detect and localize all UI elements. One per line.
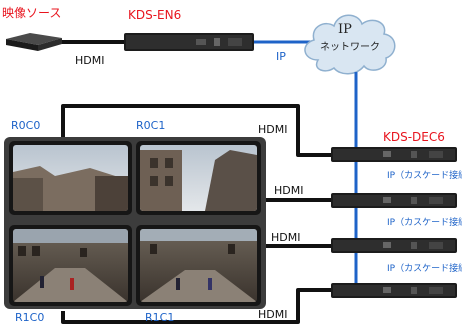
video-wall: [4, 137, 266, 309]
hdmi-source-label: HDMI: [75, 54, 105, 67]
wall-image-r1c1: [140, 229, 257, 302]
hdmi-label-r1c1: HDMI: [271, 231, 301, 244]
wall-image-r0c1: [140, 145, 257, 211]
encoder-device: [124, 33, 254, 51]
tile-label-r0c1: R0C1: [136, 119, 166, 132]
wall-image-r0c0: [13, 145, 128, 211]
cascade-label-1: IP（カスケード接続）: [387, 171, 462, 181]
network-title: IP: [338, 22, 352, 37]
tile-label-r0c0: R0C0: [11, 119, 41, 132]
tile-label-r1c1: R1C1: [145, 311, 175, 324]
ip-network-cloud: [304, 14, 396, 75]
tile-label-r1c0: R1C0: [15, 311, 45, 324]
hdmi-cables-wall: [61, 104, 331, 324]
network-subtitle: ネットワーク: [320, 42, 380, 53]
wall-image-r1c0: [13, 229, 128, 302]
ip-encoder-label: IP: [276, 50, 286, 63]
decoder-label: KDS-DEC6: [383, 130, 445, 144]
hdmi-label-r0c1: HDMI: [274, 184, 304, 197]
decoder-devices: [331, 147, 457, 298]
hdmi-label-r1c0: HDMI: [258, 308, 288, 321]
cascade-label-3: IP（カスケード接続）: [387, 264, 462, 274]
encoder-label: KDS-EN6: [128, 8, 182, 22]
cascade-label-2: IP（カスケード接続）: [387, 218, 462, 228]
video-source-label: 映像ソース: [2, 6, 62, 20]
video-source-device: [6, 33, 62, 51]
hdmi-label-r0c0: HDMI: [258, 123, 288, 136]
